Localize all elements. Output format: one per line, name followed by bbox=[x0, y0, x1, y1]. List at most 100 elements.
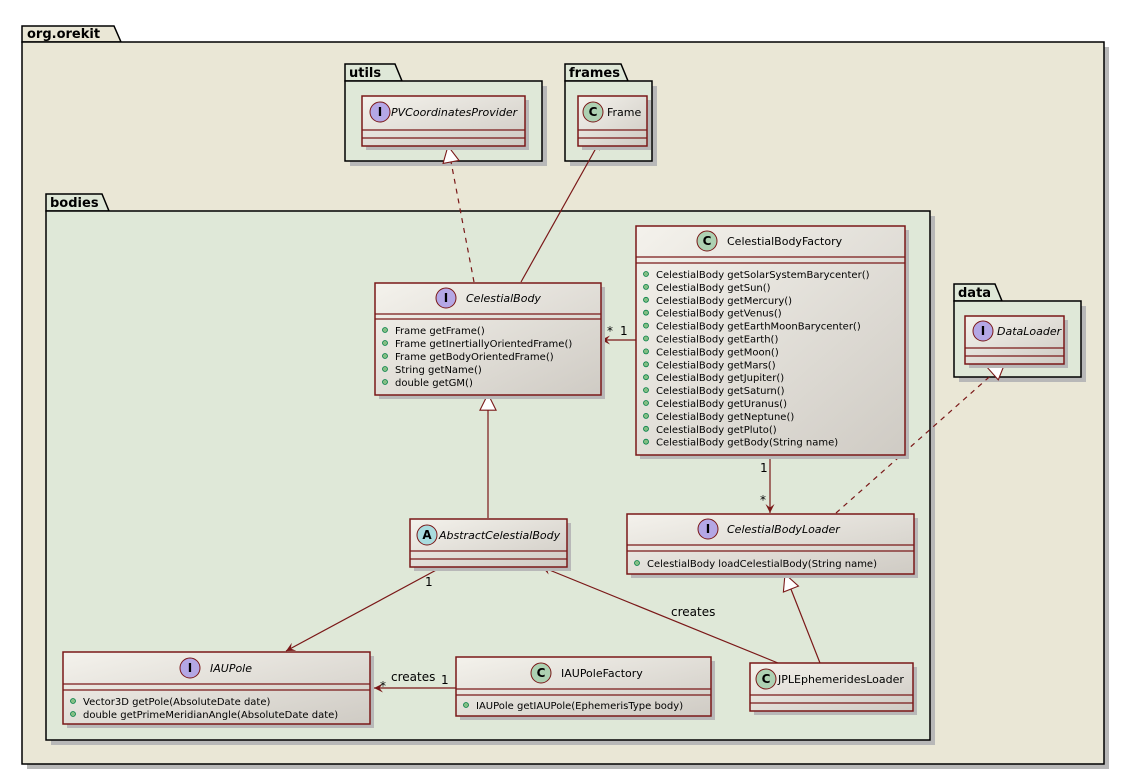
member-dot bbox=[643, 309, 649, 316]
mult-factory-loader-star: * bbox=[760, 493, 766, 507]
interface-badge-icon bbox=[179, 657, 201, 679]
svg-text:I: I bbox=[444, 291, 448, 305]
package-label-frames: frames bbox=[569, 66, 620, 81]
package-label-utils: utils bbox=[349, 66, 381, 81]
member: CelestialBody getVenus() bbox=[656, 309, 782, 320]
member-dot bbox=[643, 296, 649, 303]
member: IAUPole getIAUPole(EphemerisType body) bbox=[476, 701, 683, 712]
svg-text:C: C bbox=[762, 672, 771, 686]
member-dot bbox=[643, 387, 649, 394]
member: CelestialBody getUranus() bbox=[656, 399, 787, 410]
class-celestialbodyfactory[interactable]: C CelestialBodyFactory CelestialBody get… bbox=[635, 225, 909, 459]
member-dot bbox=[643, 438, 649, 445]
mult-factory-loader-one: 1 bbox=[760, 461, 768, 475]
member: CelestialBody getMercury() bbox=[656, 296, 792, 307]
class-badge-icon bbox=[755, 668, 777, 690]
member-dot bbox=[643, 361, 649, 368]
member-list: CelestialBody getSolarSystemBarycenter()… bbox=[643, 270, 870, 449]
member: CelestialBody getSolarSystemBarycenter() bbox=[656, 270, 870, 281]
member-dot bbox=[643, 283, 649, 290]
abstract-badge-icon bbox=[416, 524, 438, 546]
class-name: IAUPole bbox=[210, 662, 252, 675]
class-frame[interactable]: C Frame bbox=[577, 95, 651, 150]
class-celestialbodyloader[interactable]: I CelestialBodyLoader CelestialBody load… bbox=[626, 513, 918, 578]
class-name: Frame bbox=[607, 106, 642, 119]
mult-abstract-pole-one: 1 bbox=[425, 575, 433, 589]
member: String getName() bbox=[395, 365, 482, 376]
mult-pole-factory-one: 1 bbox=[441, 673, 449, 687]
svg-text:I: I bbox=[378, 105, 382, 119]
relations: * 1 1 * 1 * 1 creates creates bbox=[285, 140, 1005, 693]
member-dot bbox=[643, 400, 649, 406]
class-dataloader[interactable]: I DataLoader bbox=[964, 315, 1068, 368]
class-name: IAUPoleFactory bbox=[561, 667, 643, 680]
label-jpl-creates: creates bbox=[671, 605, 715, 619]
svg-text:C: C bbox=[537, 666, 546, 680]
label-pole-factory-creates: creates bbox=[391, 670, 435, 684]
realization-jpl-loader bbox=[785, 574, 821, 664]
class-name: JPLEphemeridesLoader bbox=[777, 673, 904, 686]
member-list: Frame getFrame() Frame getInertiallyOrie… bbox=[382, 326, 572, 389]
mult-factory-body-one: 1 bbox=[620, 324, 628, 338]
class-name: PVCoordinatesProvider bbox=[391, 106, 519, 119]
member: CelestialBody getPluto() bbox=[656, 425, 777, 436]
interface-badge-icon bbox=[697, 518, 719, 540]
member: Vector3D getPole(AbsoluteDate date) bbox=[83, 697, 270, 708]
class-name: DataLoader bbox=[997, 325, 1063, 338]
member: CelestialBody getBody(String name) bbox=[656, 438, 838, 449]
member-dot bbox=[643, 322, 649, 329]
member-dot bbox=[643, 271, 649, 277]
mult-pole-factory-star: * bbox=[380, 679, 386, 693]
package-label-bodies: bodies bbox=[50, 196, 99, 211]
class-celestialbody[interactable]: I CelestialBody Frame getFrame() Frame g… bbox=[374, 282, 605, 399]
svg-text:I: I bbox=[981, 324, 985, 338]
mult-factory-body-star: * bbox=[607, 324, 613, 338]
member: CelestialBody getJupiter() bbox=[656, 373, 784, 384]
member: CelestialBody getSun() bbox=[656, 283, 771, 294]
svg-text:I: I bbox=[188, 661, 192, 675]
svg-text:A: A bbox=[422, 528, 432, 542]
svg-text:I: I bbox=[706, 522, 710, 536]
realization-loader-dataloader bbox=[835, 363, 1005, 514]
member-dot bbox=[643, 335, 649, 342]
member-dot bbox=[643, 348, 649, 355]
association-celestialbody-frame bbox=[520, 140, 601, 283]
member: CelestialBody getNeptune() bbox=[656, 412, 794, 423]
package-label-org-orekit: org.orekit bbox=[27, 27, 100, 42]
member: CelestialBody getEarth() bbox=[656, 335, 778, 346]
class-name: AbstractCelestialBody bbox=[438, 529, 561, 542]
member-dot bbox=[643, 425, 649, 432]
class-name: CelestialBody bbox=[466, 292, 541, 305]
interface-badge-icon bbox=[369, 101, 391, 123]
svg-text:C: C bbox=[703, 234, 712, 248]
member: CelestialBody getMars() bbox=[656, 360, 776, 371]
class-abstractcelestialbody[interactable]: A AbstractCelestialBody bbox=[409, 518, 571, 571]
class-badge-icon bbox=[530, 662, 552, 684]
class-iaupolefactory[interactable]: C IAUPoleFactory IAUPole getIAUPole(Ephe… bbox=[455, 656, 715, 720]
member: CelestialBody loadCelestialBody(String n… bbox=[647, 559, 877, 570]
member: double getPrimeMeridianAngle(AbsoluteDat… bbox=[83, 710, 338, 721]
member: Frame getInertiallyOrientedFrame() bbox=[395, 339, 572, 350]
member: CelestialBody getMoon() bbox=[656, 347, 779, 358]
association-jpl-abstract bbox=[541, 566, 779, 664]
member: Frame getBodyOrientedFrame() bbox=[395, 352, 554, 363]
class-jplephemeridesloader[interactable]: C JPLEphemeridesLoader bbox=[749, 662, 917, 715]
member: CelestialBody getSaturn() bbox=[656, 386, 785, 397]
class-iaupole[interactable]: I IAUPole Vector3D getPole(AbsoluteDate … bbox=[62, 651, 374, 728]
member: double getGM() bbox=[395, 378, 473, 389]
interface-badge-icon bbox=[435, 287, 457, 309]
member: Frame getFrame() bbox=[395, 326, 485, 337]
realization-celestialbody-pvprovider bbox=[448, 146, 475, 283]
class-name: CelestialBodyLoader bbox=[727, 523, 841, 536]
member-dot bbox=[643, 412, 649, 419]
class-badge-icon bbox=[696, 230, 718, 252]
svg-text:C: C bbox=[589, 105, 598, 119]
package-label-data: data bbox=[958, 286, 991, 301]
member-dot bbox=[643, 374, 649, 381]
composition-abstract-iaupole bbox=[285, 568, 440, 652]
class-name: CelestialBodyFactory bbox=[727, 235, 843, 248]
class-badge-icon bbox=[582, 101, 604, 123]
member: CelestialBody getEarthMoonBarycenter() bbox=[656, 322, 861, 333]
class-pvcoordinatesprovider[interactable]: I PVCoordinatesProvider bbox=[361, 95, 529, 150]
